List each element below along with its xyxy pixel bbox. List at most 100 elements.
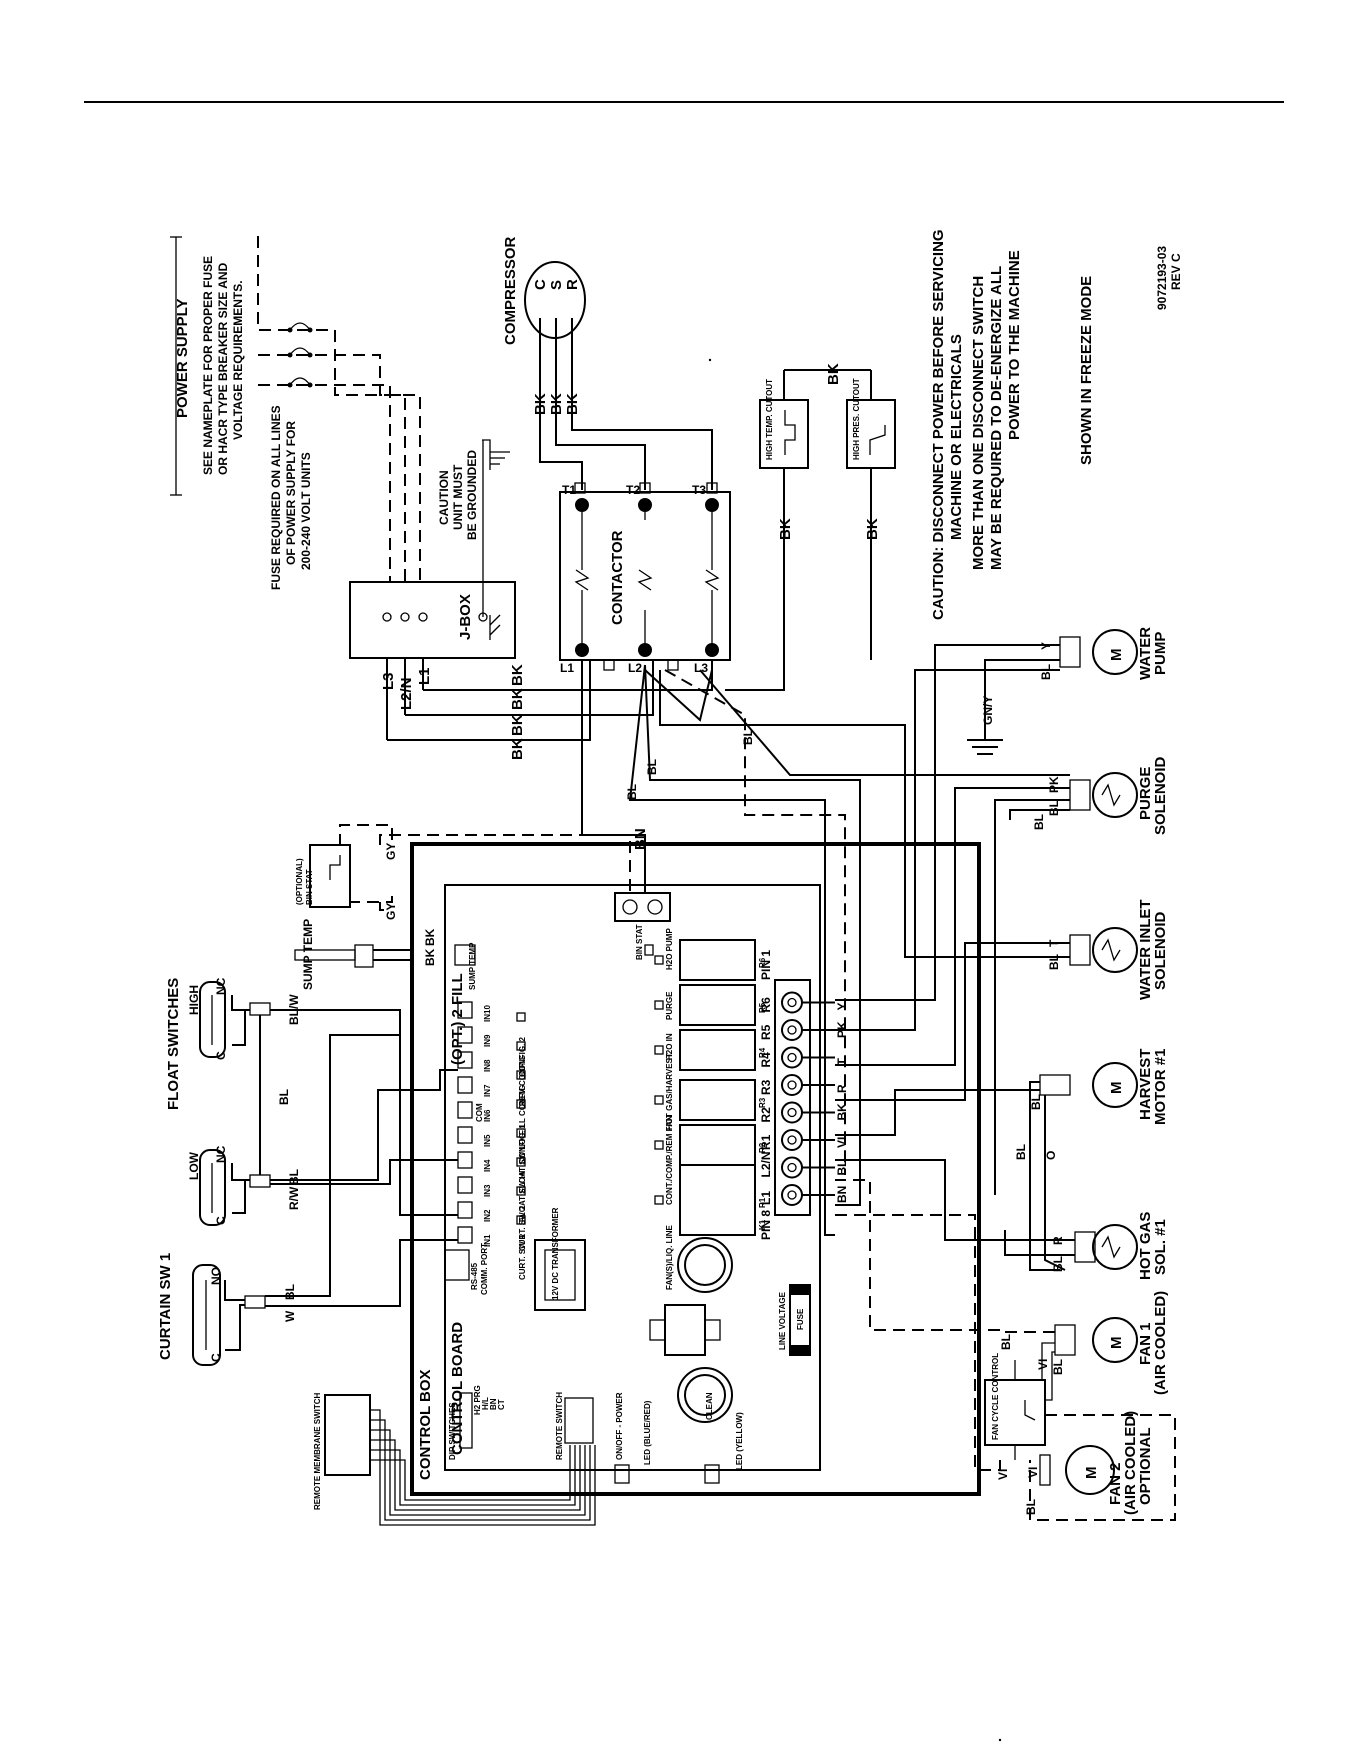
- input-led-label: REM CONFIG: [518, 1055, 527, 1106]
- header-rule: [84, 101, 1284, 103]
- input-led-label: FLOAT SW LO: [518, 1138, 527, 1193]
- relay-label: PURGE: [665, 991, 674, 1020]
- float-switches: FLOAT SWITCHES HIGH LOW C NC C NC BL/W B…: [165, 977, 458, 1226]
- relay: [679, 1124, 756, 1166]
- input-terminal: [457, 1026, 473, 1044]
- control-box-label: CONTROL BOX: [417, 1369, 434, 1480]
- wire-label-bk: BK: [509, 688, 526, 710]
- output-pin-label: L1: [759, 1191, 773, 1205]
- output-wire-label: BN: [835, 1186, 849, 1203]
- jbox-terminal-l2n: L2/N: [398, 677, 415, 710]
- hot-gas-label-2: SOL. #1: [1152, 1219, 1169, 1275]
- fuse-label: FUSE: [796, 1308, 805, 1330]
- relay: [679, 984, 756, 1026]
- wire-label-vi: VI: [996, 1469, 1010, 1480]
- fan1-label-1: FAN 1: [1137, 1322, 1154, 1365]
- transformer-label: 12V DC TRANSFORMER: [551, 1207, 560, 1300]
- power-note-line-2: OR HACR TYPE BREAKER SIZE AND: [216, 262, 230, 475]
- bin-stat-optional-label: (OPTIONAL): [295, 858, 304, 905]
- input-terminal-label: IN8: [483, 1059, 492, 1072]
- water-pump-label-2: PUMP: [1152, 632, 1169, 675]
- input-terminal: [457, 1226, 473, 1244]
- fan-1: M FAN 1 (AIR COOLED) BL VI BL: [835, 1179, 1169, 1401]
- contact-c: C: [214, 1216, 228, 1225]
- wire-label-bn: BN: [632, 828, 649, 850]
- wire-label-bk: BK: [825, 363, 842, 385]
- fuse-note-line-3: 200-240 VOLT UNITS: [299, 452, 313, 570]
- wire-label-bl: BL: [1029, 1094, 1043, 1110]
- input-led: [516, 1157, 526, 1167]
- fuse-note-line-1: FUSE REQUIRED ON ALL LINES: [269, 405, 283, 590]
- input-terminal: [457, 1126, 473, 1144]
- caution-ground-note: CAUTION UNIT MUST BE GROUNDED: [437, 439, 510, 540]
- clean-label: CLEAN: [705, 1392, 714, 1420]
- wire-label-bk: BK: [777, 518, 794, 540]
- pin-1-label: PIN 1: [759, 950, 773, 980]
- contact-c: C: [214, 1051, 228, 1060]
- fan2-label-3: OPTIONAL: [1137, 1428, 1154, 1506]
- output-wire-label: T: [835, 1058, 849, 1066]
- wire-label-bk: BK: [548, 393, 565, 415]
- input-terminal: [457, 1176, 473, 1194]
- contact-nc: NC: [214, 1145, 228, 1163]
- wire-label-bl: BL: [283, 1284, 297, 1300]
- contact-nc: NC: [214, 977, 228, 995]
- bin-stat-label: BIN STAT: [305, 869, 314, 905]
- output-wire-label: R: [835, 1084, 849, 1093]
- water-inlet-solenoid: WATER INLET SOLENOID T BL: [659, 670, 1169, 1101]
- wire-label-bl: BL: [999, 1334, 1013, 1350]
- rs485-label-2: COMM. PORT: [480, 1243, 489, 1295]
- input-led-label: CURT. SW 1: [518, 1234, 527, 1280]
- input-terminal-label: IN4: [483, 1159, 492, 1172]
- dip-switches: DIP SWITCHES H2 PRG H/L BN CT: [448, 1385, 506, 1460]
- output-wire-label: PK: [835, 1021, 849, 1038]
- high-temp-cutout: HIGH TEMP. CUTOUT: [759, 370, 809, 640]
- fan1-label-2: (AIR COOLED): [1152, 1291, 1169, 1395]
- wire-label-rw: R/W: [287, 1186, 301, 1210]
- input-terminal-label: IN9: [483, 1034, 492, 1047]
- high-pres-cutout: HIGH PRES. CUTOUT: [846, 370, 896, 660]
- contactor-terminal-l2: L2: [628, 661, 642, 675]
- wire-label-bl: BL: [1047, 800, 1061, 816]
- wire-label-bk: BK: [564, 393, 581, 415]
- relay-label: FAN(S)/LIQ. LINE: [665, 1224, 674, 1290]
- caution-service-line-2: MACHINE OR ELECTRICALS: [948, 334, 965, 540]
- relay-label: HOT GAS/HARVEST: [665, 1053, 674, 1130]
- wire-label-blw: BL/W: [287, 994, 301, 1025]
- input-led: [516, 1215, 526, 1225]
- purge-solenoid: PURGE SOLENOID PK BL BL: [699, 669, 1169, 1195]
- relay: [679, 1079, 756, 1121]
- input-terminal: [457, 1001, 473, 1019]
- wire-label-bl: BL: [1014, 1144, 1028, 1160]
- wire-label-bk: BK: [509, 738, 526, 760]
- caution-service-line-4: MAY BE REQUIRED TO DE-ENERGIZE ALL: [988, 266, 1005, 570]
- relay-led: [654, 1000, 664, 1010]
- motor-symbol: M: [1083, 1467, 1100, 1480]
- purge-solenoid-label-2: SOLENOID: [1152, 756, 1169, 835]
- input-led: [516, 1041, 526, 1051]
- mode-note: SHOWN IN FREEZE MODE: [1078, 276, 1095, 465]
- output-wire-label: BL: [835, 1160, 849, 1176]
- input-terminal: [457, 1076, 473, 1094]
- fan-cycle-control: FAN CYCLE CONTROL: [984, 1353, 1046, 1460]
- output-pin-core: [787, 1025, 797, 1035]
- wire-label-o: O: [1044, 1151, 1058, 1160]
- relay-k1-label: K1: [758, 1219, 767, 1230]
- input-led-label: CONFIG. 1: [518, 1123, 527, 1164]
- output-pin-label: R3: [759, 1079, 773, 1095]
- wire-label-w: W: [283, 1310, 297, 1322]
- fuse-icon: [287, 322, 313, 388]
- relay-r-label: R6: [758, 957, 767, 968]
- wire-label-gy: GY: [384, 843, 398, 860]
- curtain-switch: CURTAIN SW 1 C NO BL W: [157, 1010, 458, 1366]
- float-high-label: HIGH: [187, 985, 201, 1015]
- relay-r-label: R1: [758, 1197, 767, 1208]
- wire-label-bk: BK: [423, 948, 437, 966]
- wire-label-bl: BL: [1032, 814, 1046, 830]
- control-board-label: CONTROL BOARD: [449, 1322, 466, 1455]
- power-note-line-1: SEE NAMEPLATE FOR PROPER FUSE: [201, 256, 215, 475]
- wire-label-bl: BL: [625, 784, 639, 800]
- input-led: [516, 1099, 526, 1109]
- contactor-terminal-l3: L3: [694, 661, 708, 675]
